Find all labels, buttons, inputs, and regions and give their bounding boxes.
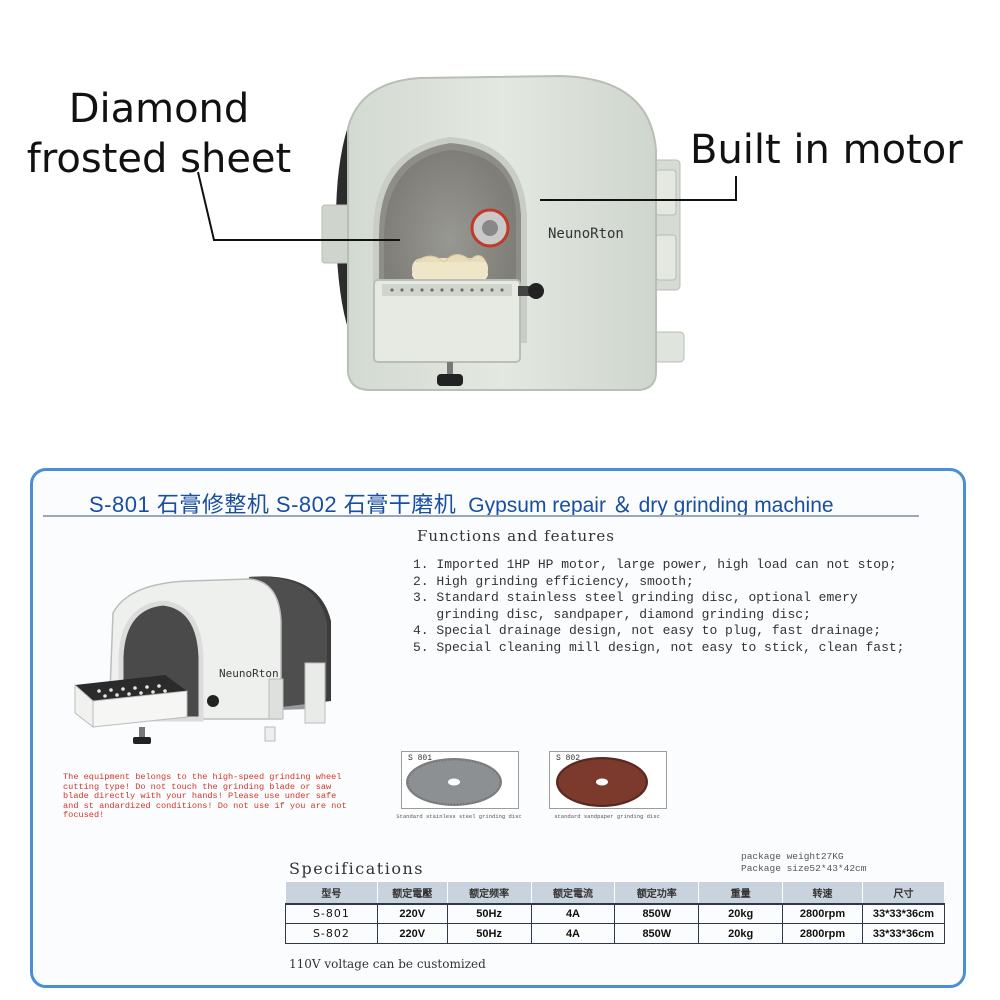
disc-code-label: S 801 [408,754,433,763]
table-cell: 50Hz [446,923,532,944]
table-header-row: 型号 额定電壓 额定频率 额定電流 额定功率 重量 转速 尺寸 [285,881,945,905]
column-header: 转速 [782,881,863,905]
disc-caption: standard sandpaper grinding disc [554,813,660,820]
disc-sample-s801: S 801 [401,751,519,809]
adjustment-knob [518,283,544,299]
table-cell: 50Hz [446,903,532,924]
grinding-machine-illustration: NeunoRton [197,74,737,391]
column-header: 重量 [698,881,784,905]
feature-item: 2. High grinding efficiency, smooth; [413,573,694,589]
built-in-motor-leader-line [540,176,737,201]
feature-item: 3. Standard stainless steel grinding dis… [413,590,858,605]
table-cell: 4A [530,923,616,944]
stainless-steel-disc-icon [406,758,502,806]
table-cell: 220V [376,923,448,944]
column-header: 额定電流 [530,881,616,905]
specifications-heading: Specifications [289,859,424,878]
feature-item: 1. Imported 1HP HP motor, large power, h… [413,557,897,572]
package-weight: package weight27KG [741,851,844,862]
table-cell: 220V [376,903,448,924]
column-header: 额定電壓 [376,881,448,905]
title-chinese: S-801 石膏修整机 S-802 石膏干磨机 [89,492,457,517]
callout-built-in-motor: Built in motor [690,127,963,173]
table-cell: 850W [614,903,700,924]
table-cell: 2800rpm [782,903,863,924]
title-english: Gypsum repair ＆ dry grinding machine [468,494,834,517]
spec-sheet-title: S-801 石膏修整机 S-802 石膏干磨机 Gypsum repair ＆ d… [89,487,919,519]
column-header: 尺寸 [862,881,945,905]
table-row: S-801 220V 50Hz 4A 850W 20kg 2800rpm 33*… [285,903,945,924]
column-header: 额定功率 [614,881,700,905]
table-cell: 33*33*36cm [862,903,945,924]
product-thumbnail-illustration: NeunoRton [74,576,331,744]
disc-sample-s802: S 802 [549,751,667,809]
table-cell: 4A [530,903,616,924]
sandpaper-disc-icon [556,757,648,807]
feature-item: grinding disc, sandpaper, diamond grindi… [413,606,811,622]
column-header: 型号 [285,881,378,905]
feature-item: 4. Special drainage design, not easy to … [413,623,882,638]
machine-brand-label: NeunoRton [548,226,624,242]
table-cell: 20kg [698,903,784,924]
feature-item: 5. Special cleaning mill design, not eas… [413,639,905,655]
machine-foot [437,362,463,386]
table-cell: S-802 [285,923,378,944]
disc-caption: Standard stainless steel grinding disc [396,813,522,820]
callout-diamond-frosted-sheet: Diamond frosted sheet [26,86,292,182]
table-row: S-802 220V 50Hz 4A 850W 20kg 2800rpm 33*… [285,923,945,944]
table-cell: 2800rpm [782,923,863,944]
table-cell: 33*33*36cm [862,923,945,944]
table-cell: 20kg [698,923,784,944]
grinding-spindle [470,208,510,248]
product-photo-section: NeunoRton Diamond frosted sheet Built in… [0,0,1000,440]
column-header: 额定频率 [446,881,532,905]
features-list: 1. Imported 1HP HP motor, large power, h… [413,557,904,656]
work-tray [373,279,521,363]
diamond-sheet-leader-line [197,171,400,241]
spec-sheet-card: S-801 石膏修整机 S-802 石膏干磨机 Gypsum repair ＆ d… [30,468,966,988]
voltage-customization-note: 110V voltage can be customized [289,957,486,971]
package-size: Package size52*43*42cm [741,863,867,874]
specifications-table: 型号 额定電壓 额定频率 额定電流 额定功率 重量 转速 尺寸 S-801 22… [285,881,945,944]
table-cell: S-801 [285,903,378,924]
title-divider [43,515,919,517]
thumbnail-brand-label: NeunoRton [219,667,279,680]
table-cell: 850W [614,923,700,944]
disc-code-label: S 802 [556,754,581,763]
safety-warning: The equipment belongs to the high-speed … [63,772,347,820]
features-heading: Functions and features [417,527,615,545]
